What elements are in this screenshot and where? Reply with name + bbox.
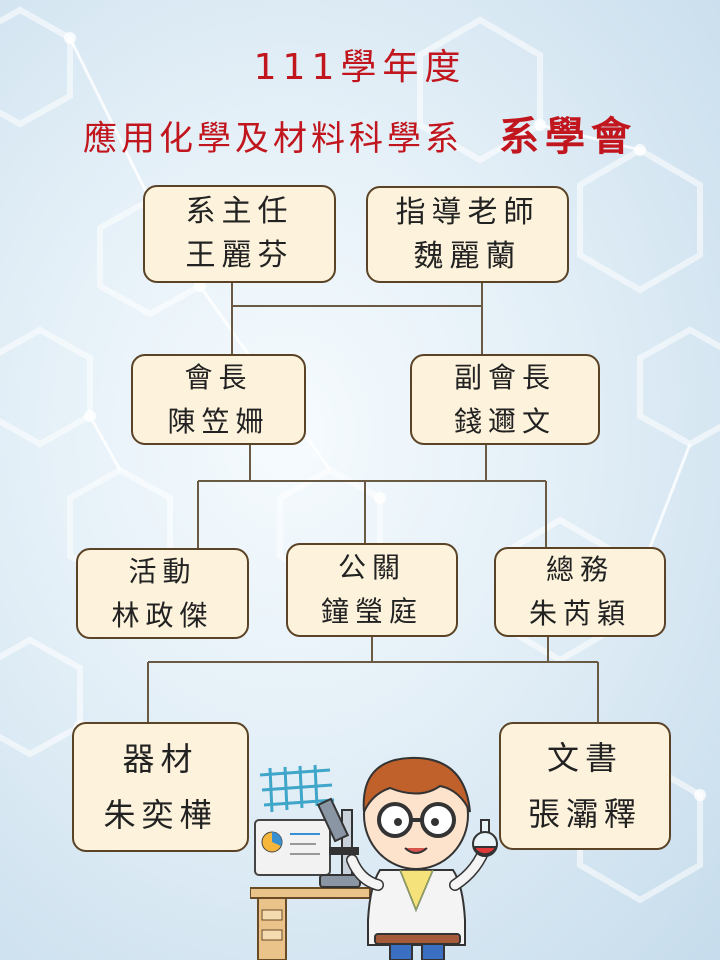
organization-name: 系學會 (499, 114, 637, 160)
person-name: 張灞釋 (527, 795, 642, 833)
scientist-illustration (250, 756, 498, 960)
role-label: 活動 (128, 554, 197, 588)
desk (250, 887, 371, 899)
page-title: 111學年度 (253, 47, 467, 88)
person-name: 朱芮穎 (528, 597, 631, 630)
hair (362, 756, 471, 813)
person-name: 鐘瑩庭 (320, 595, 423, 628)
node-activities: 活動 林政傑 (76, 548, 249, 639)
node-secretary: 文書 張灞釋 (499, 722, 671, 850)
department-name: 應用化學及材料科學系 (83, 119, 463, 159)
role-label: 會長 (184, 360, 253, 394)
node-equipment: 器材 朱奕樺 (72, 722, 249, 852)
page-subtitle: 應用化學及材料科學系系學會 (0, 104, 720, 162)
microscope-icon (316, 797, 361, 888)
node-vice-president: 副會長 錢邇文 (410, 354, 600, 445)
node-department-chair: 系主任 王麗芬 (143, 185, 336, 283)
node-general-affairs: 總務 朱芮穎 (494, 547, 666, 637)
person-name: 林政傑 (111, 598, 214, 632)
role-label: 文書 (546, 739, 623, 777)
person-name: 魏麗蘭 (413, 238, 522, 274)
flask-icon (472, 819, 498, 857)
role-label: 指導老師 (395, 194, 540, 230)
node-advisor: 指導老師 魏麗蘭 (366, 186, 569, 283)
role-label: 系主任 (185, 194, 294, 229)
role-label: 副會長 (453, 360, 556, 394)
role-label: 總務 (545, 553, 614, 586)
chair (374, 933, 461, 945)
person-name: 王麗芬 (185, 238, 294, 273)
node-public-relations: 公關 鐘瑩庭 (286, 543, 458, 637)
role-label: 器材 (122, 740, 199, 778)
dna-model-icon (259, 764, 335, 813)
person-name: 錢邇文 (453, 404, 556, 438)
person-name: 朱奕樺 (103, 796, 218, 834)
role-label: 公關 (337, 551, 406, 584)
node-president: 會長 陳笠姍 (131, 354, 306, 445)
person-name: 陳笠姍 (167, 404, 270, 438)
